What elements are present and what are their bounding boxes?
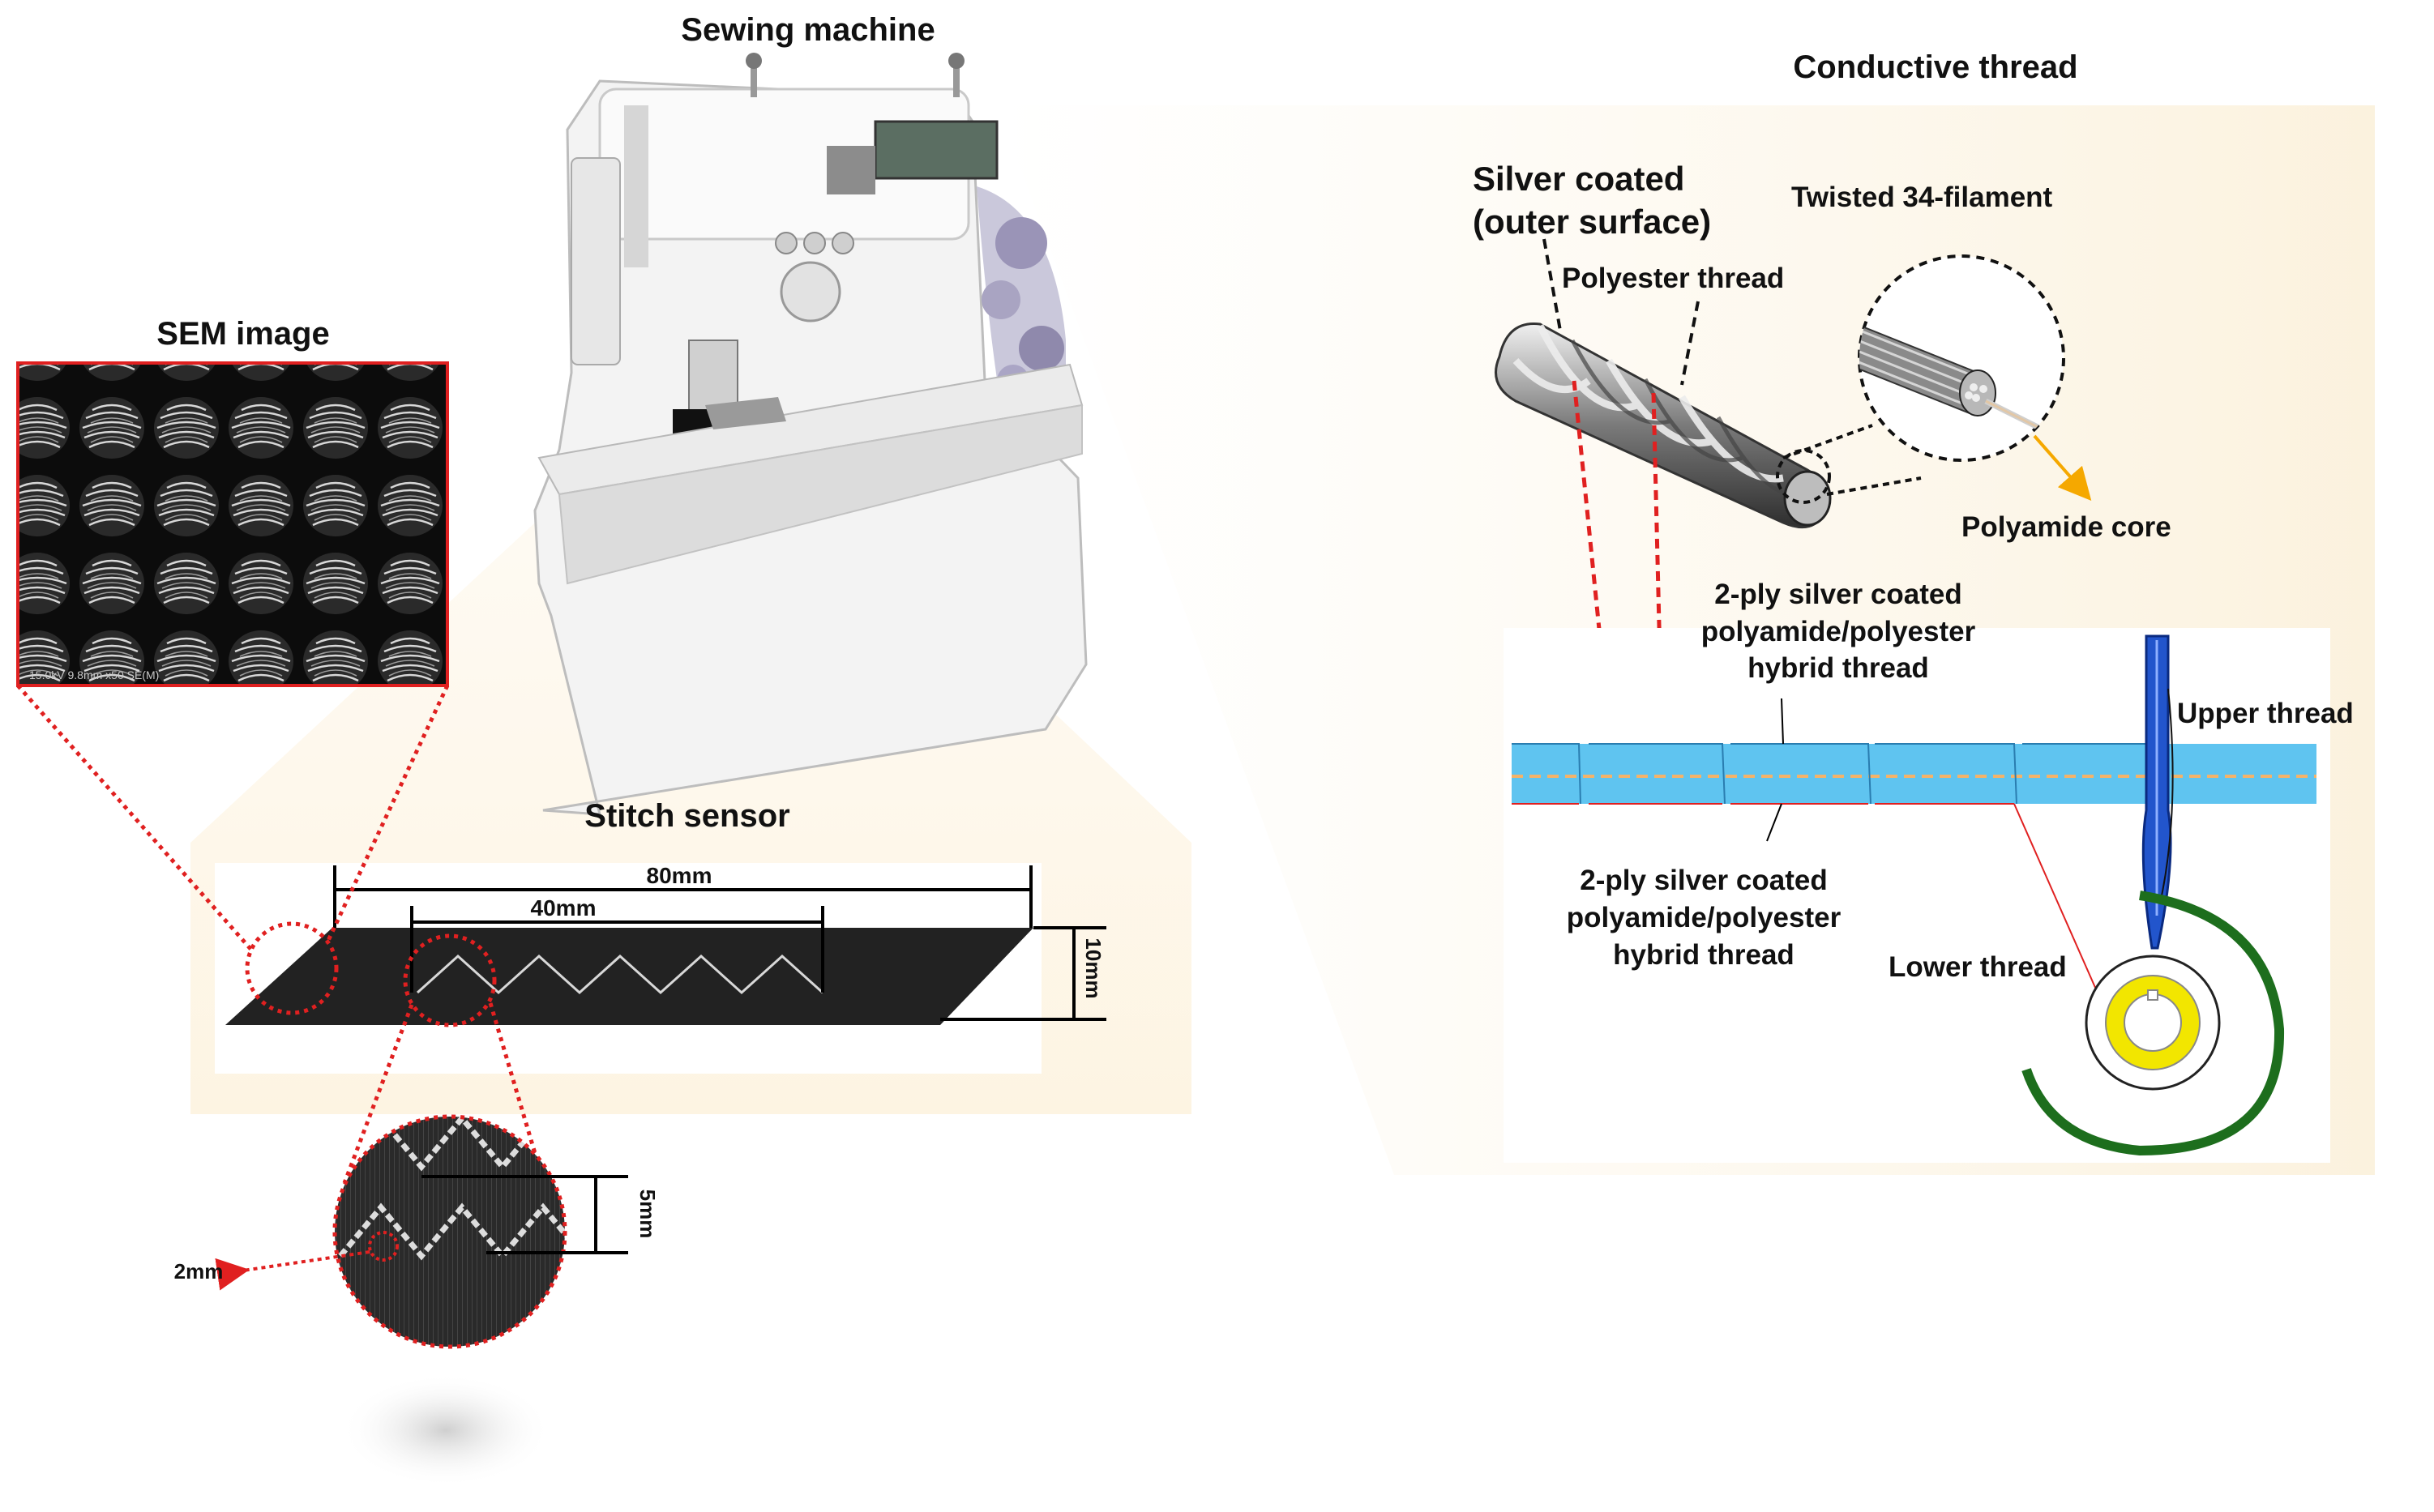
conductive-thread-illustration — [1495, 238, 2092, 529]
label-silver-coated-2: (outer surface) — [1473, 203, 1711, 241]
dimension-40mm — [410, 906, 824, 993]
dimension-label-5mm: 5mm — [635, 1190, 660, 1239]
dimension-label-2mm: 2mm — [174, 1259, 224, 1283]
title-sewing-machine: Sewing machine — [681, 12, 935, 48]
dimension-80mm — [333, 865, 1033, 928]
title-stitch-sensor: Stitch sensor — [584, 798, 789, 834]
label-hybrid-lower-1: 2-ply silver coated — [1580, 865, 1827, 896]
title-sem-image: SEM image — [156, 316, 329, 352]
label-lower-thread: Lower thread — [1889, 951, 2067, 983]
label-hybrid-upper-3: hybrid thread — [1747, 652, 1929, 684]
sem-scale-info: 15.0kV 9.8mm x50 SE(M) — [29, 668, 159, 681]
dimension-label-80mm: 80mm — [647, 863, 712, 888]
label-polyester-thread: Polyester thread — [1562, 263, 1784, 294]
needle — [2141, 634, 2174, 950]
dimension-label-40mm: 40mm — [531, 895, 597, 920]
label-silver-coated-1: Silver coated — [1473, 160, 1684, 198]
label-hybrid-upper-1: 2-ply silver coated — [1714, 579, 1961, 610]
dimension-10mm — [940, 926, 1106, 1021]
label-upper-thread: Upper thread — [2177, 698, 2354, 729]
zigzag-stitch — [416, 954, 824, 995]
sewing-machine-illustration — [533, 53, 1088, 816]
title-conductive-thread: Conductive thread — [1793, 49, 2077, 85]
sensor-fabric-strip — [225, 928, 1033, 1025]
label-hybrid-upper-2: polyamide/polyester — [1701, 616, 1976, 647]
rotary-hook — [2021, 891, 2285, 1156]
label-hybrid-lower-2: polyamide/polyester — [1567, 902, 1842, 933]
dimension-label-10mm: 10mm — [1081, 938, 1106, 998]
stitch-callout-circle — [403, 933, 497, 1027]
bobbin — [2085, 955, 2221, 1091]
label-twisted-filament: Twisted 34-filament — [1791, 182, 2053, 213]
label-polyamide-core: Polyamide core — [1961, 511, 2171, 543]
sem-callout-circle — [245, 921, 339, 1015]
fabric-layer — [1512, 743, 2316, 805]
label-hybrid-lower-3: hybrid thread — [1613, 939, 1794, 971]
stitch-zoom-view — [215, 1114, 628, 1349]
zoom-shadow — [340, 1373, 551, 1487]
sem-image — [16, 361, 449, 687]
